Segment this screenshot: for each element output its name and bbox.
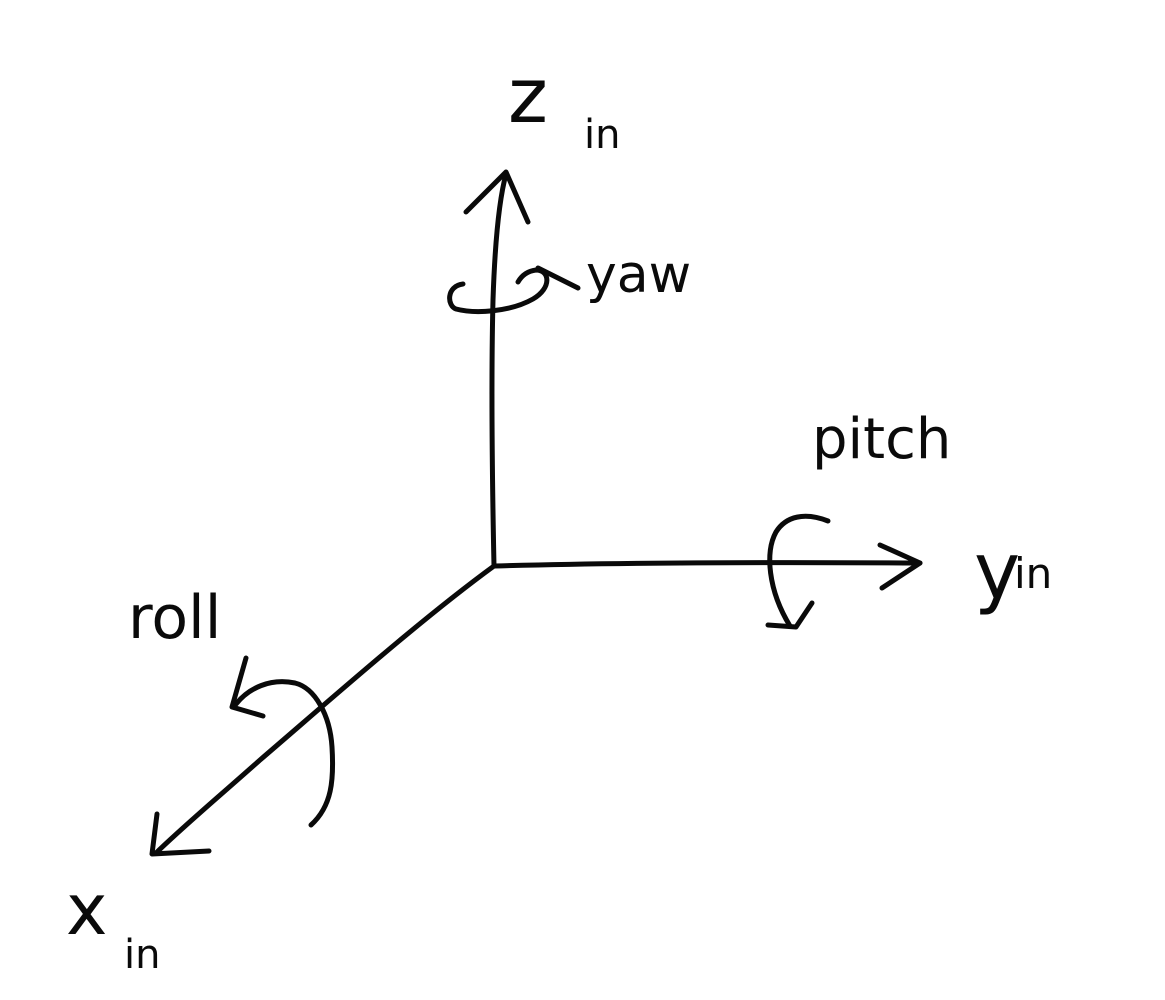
z-axis-arrowhead	[463, 169, 531, 225]
roll-arrowhead	[229, 655, 266, 719]
y-axis-label: y in	[974, 527, 1052, 617]
pitch-rotation-arrow	[767, 513, 831, 629]
x-axis-arrowhead	[149, 811, 212, 857]
y-axis-subscript: in	[1014, 549, 1052, 598]
z-axis-subscript: in	[584, 112, 620, 158]
x-axis-line	[153, 563, 497, 856]
pitch-arrowhead	[765, 600, 815, 630]
y-axis-line	[491, 560, 923, 569]
axis-lines	[149, 169, 923, 857]
y-axis-arrowhead	[877, 542, 923, 591]
rotation-labels: yaw pitch roll	[128, 245, 951, 653]
x-axis-label: x in	[66, 869, 160, 978]
roll-label: roll	[128, 583, 221, 653]
x-axis-subscript: in	[124, 932, 160, 978]
axis-labels: z in y in x in	[66, 51, 1052, 978]
rotation-arrows	[229, 265, 831, 828]
yaw-arrowhead	[535, 265, 581, 291]
pitch-label: pitch	[812, 407, 951, 472]
yaw-label: yaw	[586, 245, 691, 305]
z-axis-label: z in	[508, 51, 620, 158]
y-axis-letter: y	[974, 527, 1020, 617]
yaw-rotation-arrow	[447, 267, 550, 315]
x-axis-letter: x	[66, 869, 107, 951]
z-axis-line	[489, 171, 509, 569]
roll-rotation-arrow	[233, 679, 336, 828]
z-axis-letter: z	[508, 51, 548, 140]
